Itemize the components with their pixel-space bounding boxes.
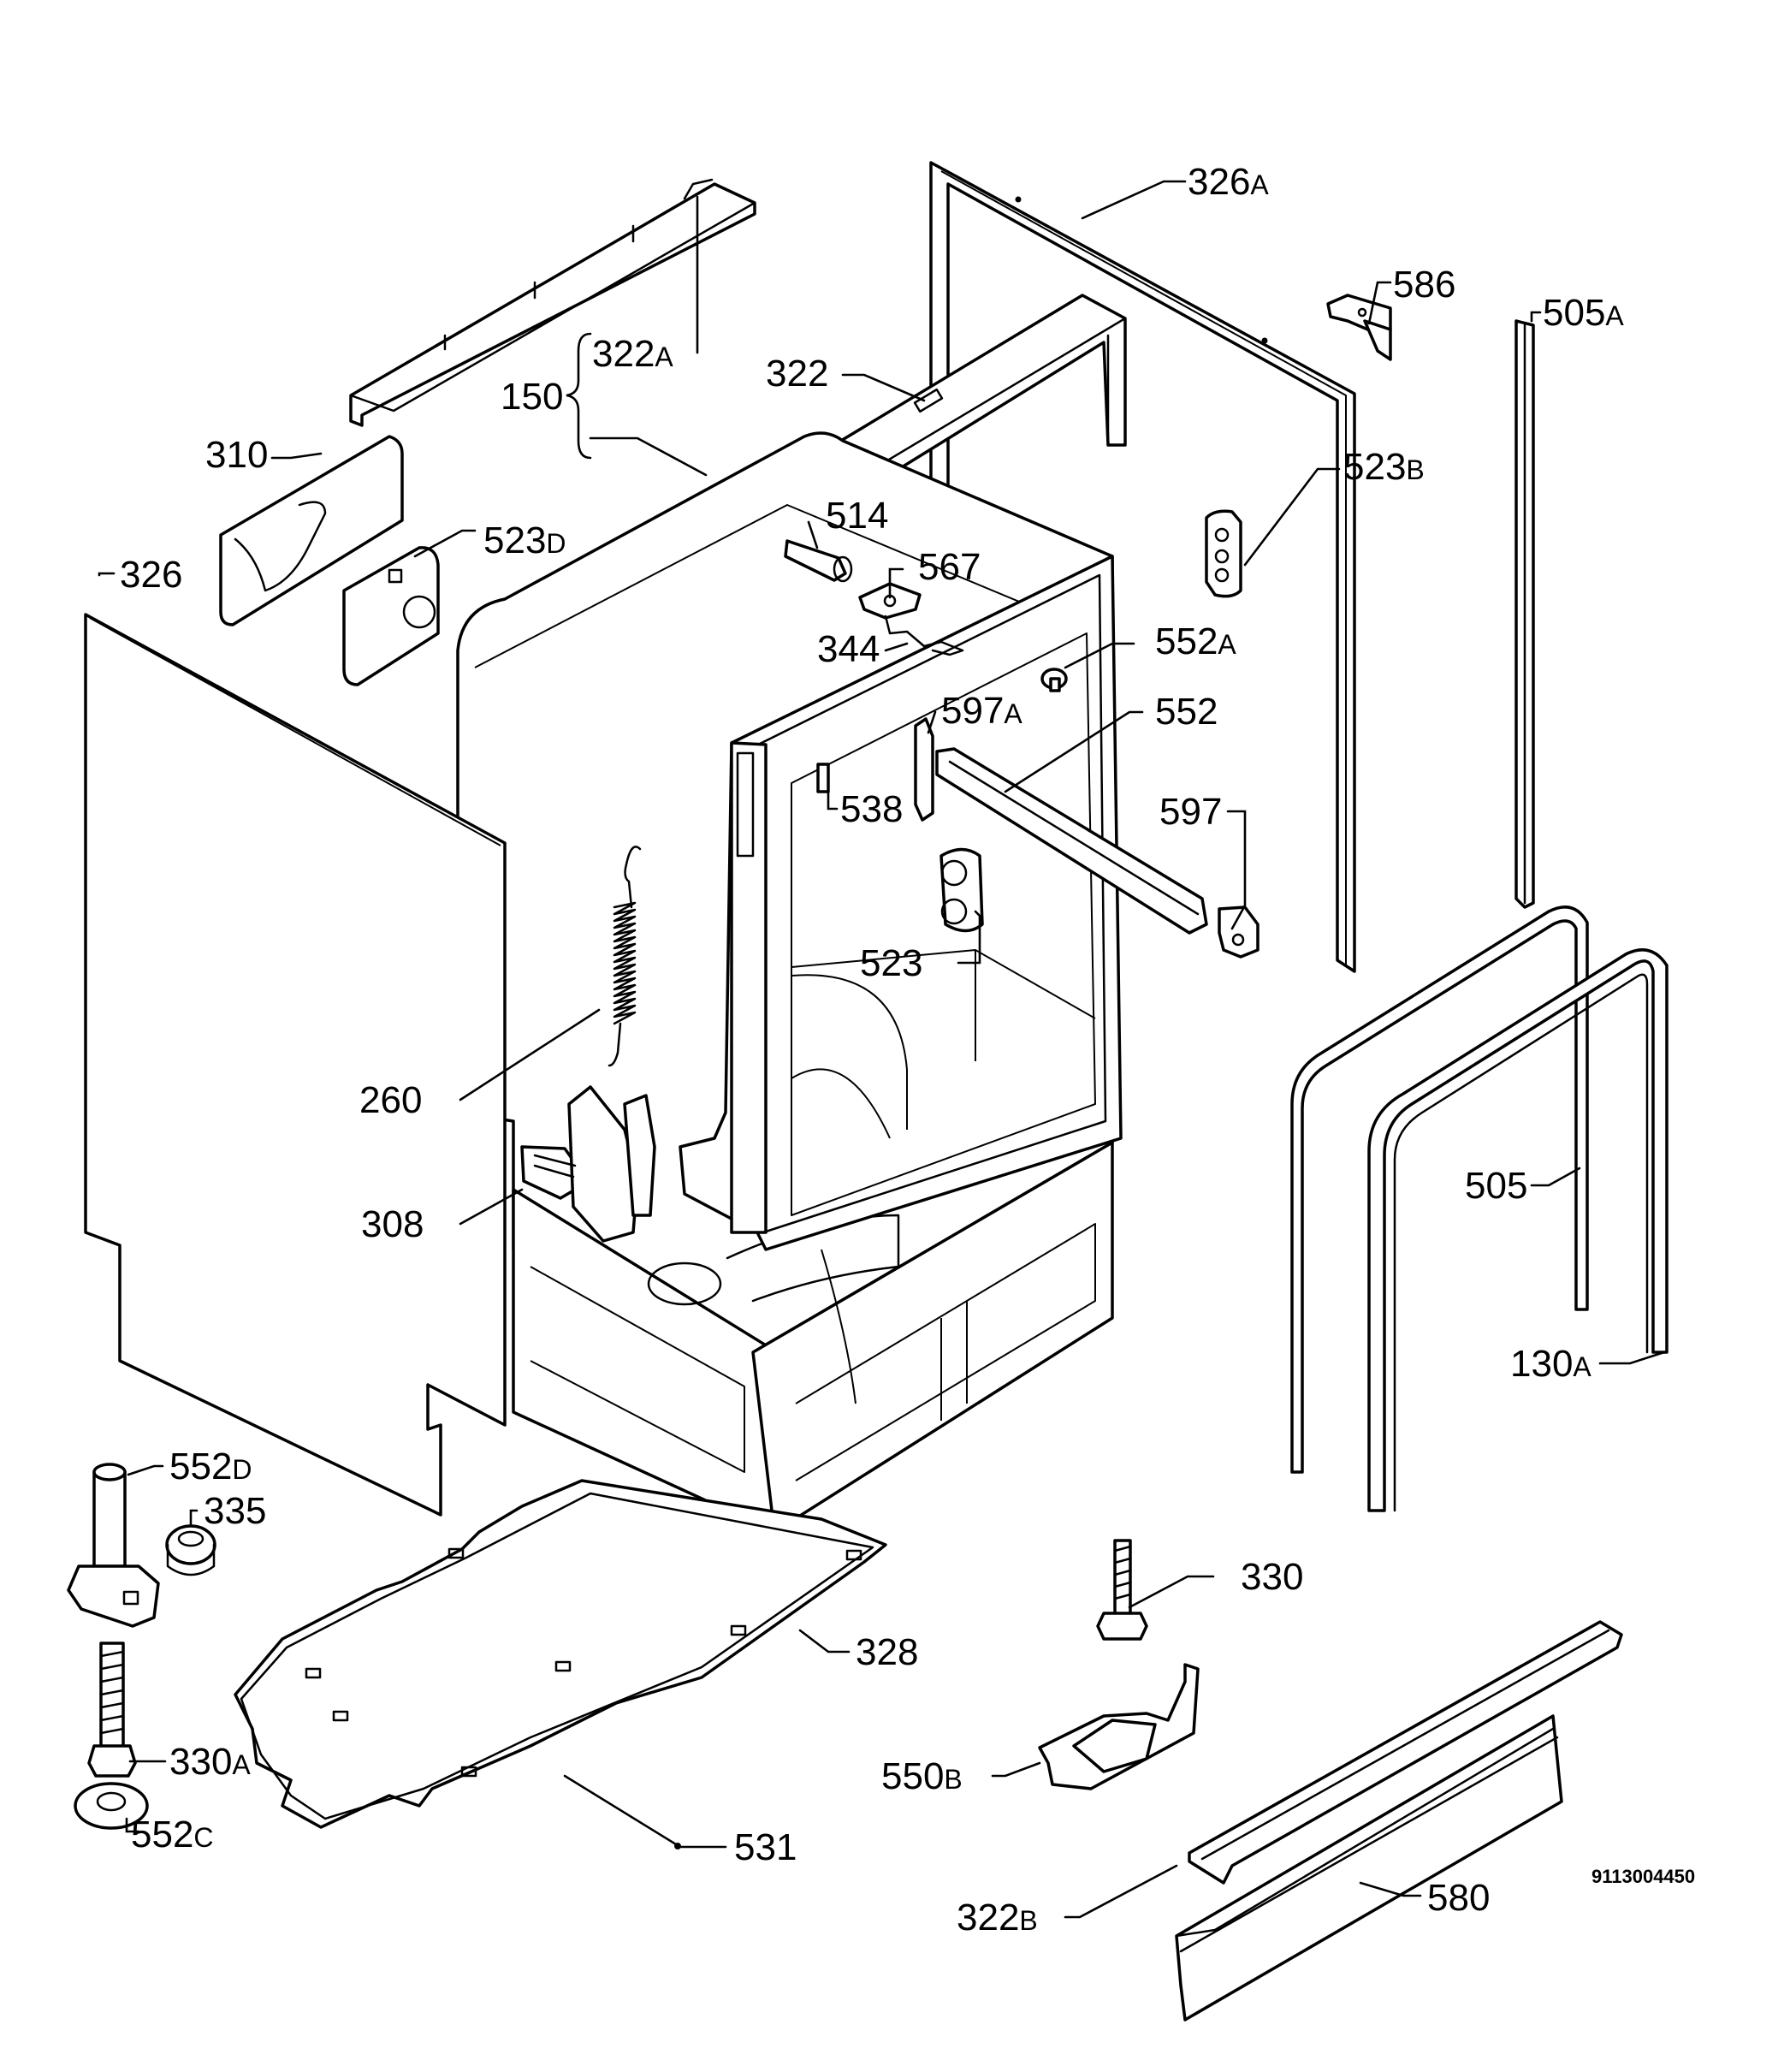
part-335-nut: [165, 1524, 216, 1576]
label-330a: 330A: [169, 1741, 251, 1783]
label-523b: 523B: [1343, 446, 1425, 488]
part-505-door-seal: [1290, 905, 1589, 1474]
part-514-pin: [784, 539, 853, 583]
label-260: 260: [359, 1079, 422, 1121]
label-308: 308: [361, 1203, 424, 1245]
label-505a: 505A: [1543, 292, 1624, 334]
label-538: 538: [840, 788, 903, 830]
part-531-pin: [563, 1774, 681, 1849]
label-344: 344: [817, 628, 880, 670]
label-505: 505: [1465, 1165, 1527, 1207]
label-531: 531: [734, 1826, 797, 1868]
label-326a: 326A: [1188, 161, 1269, 203]
part-308-hinge: [520, 1085, 656, 1243]
label-567: 567: [918, 546, 981, 588]
reference-number: 9113004450: [1591, 1866, 1695, 1887]
part-310-cover: [219, 435, 404, 626]
label-322b: 322B: [957, 1897, 1038, 1938]
part-322b-bottom-strip: [1188, 1620, 1623, 1885]
label-514: 514: [826, 495, 888, 537]
part-326-side-panel: [84, 613, 507, 1517]
part-550b-bracket: [1038, 1663, 1200, 1790]
part-labels: 326A 586 505A 322A 150 322 310 523B 514 …: [120, 161, 1695, 1938]
label-586: 586: [1393, 264, 1455, 306]
label-597: 597: [1159, 791, 1222, 833]
label-552: 552: [1155, 691, 1218, 733]
part-523d-dispenser: [342, 546, 440, 686]
label-330: 330: [1241, 1556, 1303, 1598]
label-597a: 597A: [941, 690, 1022, 732]
label-523: 523: [860, 942, 922, 984]
part-538-screw: [816, 763, 830, 793]
label-523d: 523D: [483, 519, 566, 561]
part-505a-vertical-seal: [1514, 319, 1535, 909]
label-310: 310: [205, 434, 268, 476]
part-260-spring: [608, 846, 642, 1067]
part-328-base-plate: [234, 1479, 887, 1829]
part-580-kick-plate: [1175, 1714, 1563, 2022]
label-550b: 550B: [881, 1755, 963, 1797]
label-552c: 552C: [131, 1814, 214, 1855]
part-523-grommets: [939, 847, 984, 933]
part-552-rail: [935, 747, 1208, 935]
part-door-frame: [679, 555, 1123, 1251]
part-344-spring-wire: [884, 614, 964, 656]
part-552c-cap: [74, 1782, 149, 1830]
label-552d: 552D: [169, 1446, 252, 1487]
label-150: 150: [501, 376, 563, 418]
part-552d-foot: [67, 1463, 160, 1628]
label-335: 335: [204, 1490, 266, 1532]
label-322: 322: [766, 353, 828, 395]
label-328: 328: [856, 1631, 918, 1673]
part-322a-top-strip: [349, 178, 756, 427]
label-580: 580: [1427, 1877, 1490, 1919]
label-326: 326: [120, 554, 182, 596]
part-330-bolt: [1096, 1539, 1148, 1641]
label-322a: 322A: [592, 333, 673, 375]
part-330a-bolt: [87, 1642, 137, 1778]
part-586-bracket: [1326, 294, 1392, 361]
part-523b-grommet: [1205, 509, 1242, 598]
leader-lines: [98, 180, 1666, 1919]
part-597-clip: [1218, 905, 1260, 959]
part-597a-clip: [914, 717, 934, 822]
part-552a-knob: [1040, 668, 1068, 692]
label-552a: 552A: [1155, 620, 1236, 662]
part-130a-gasket: [1367, 948, 1668, 1512]
label-130a: 130A: [1510, 1343, 1591, 1385]
